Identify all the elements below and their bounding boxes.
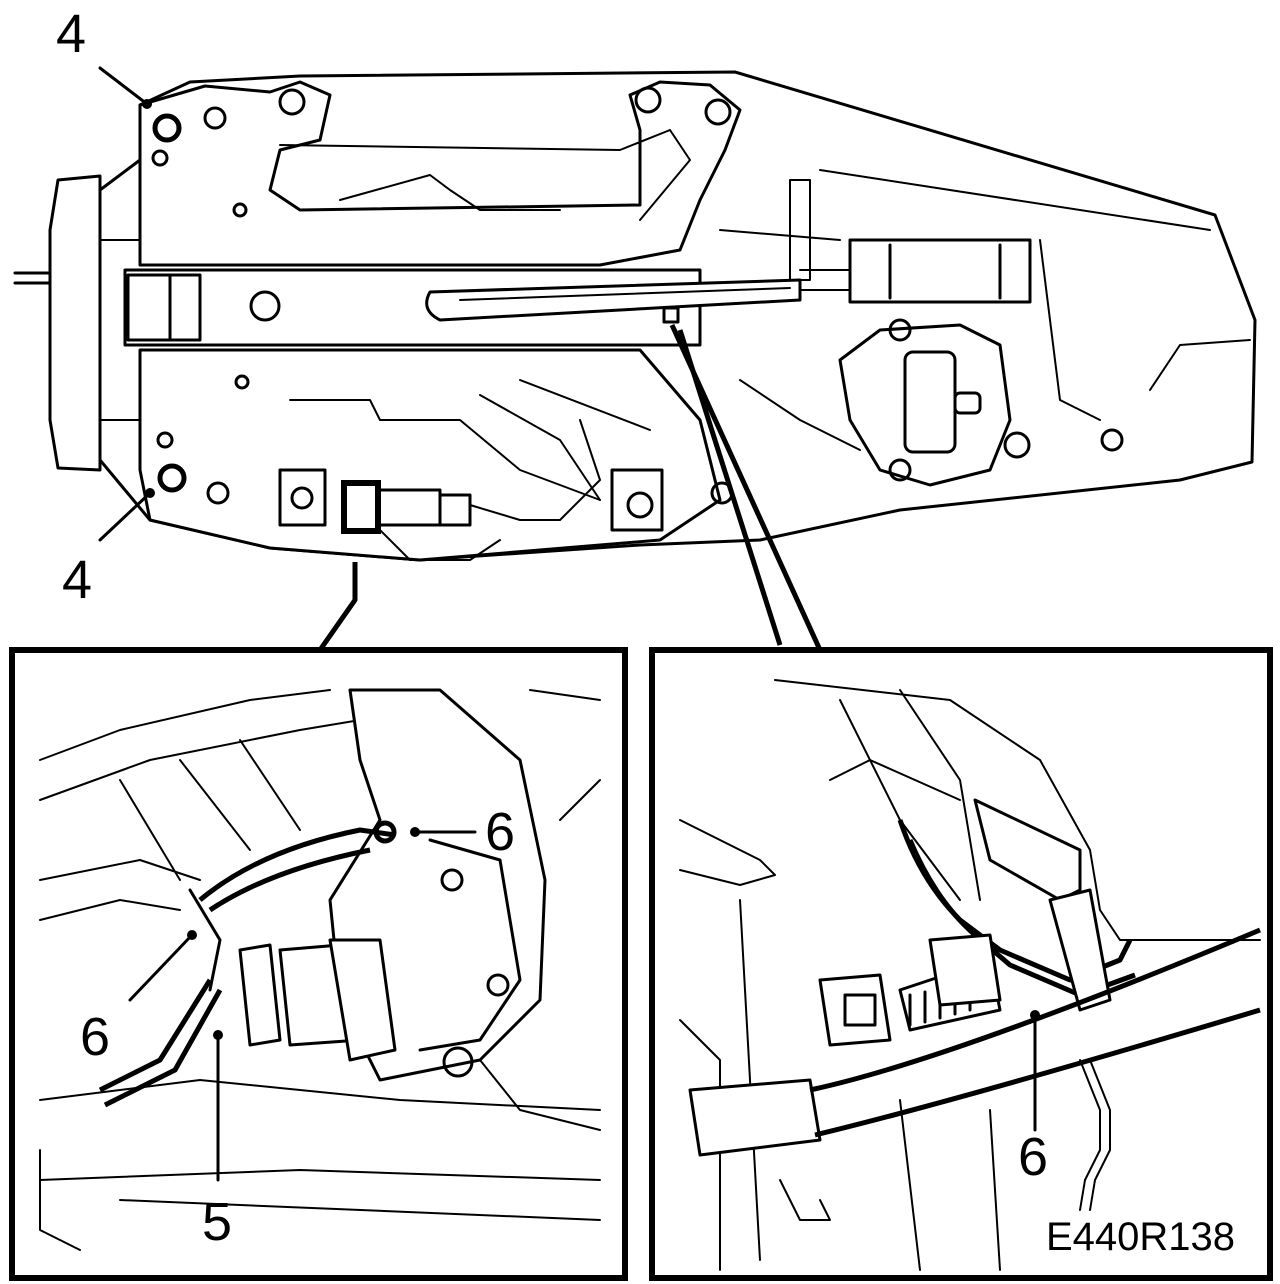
callout-5-inset-left-bottom: 5 <box>202 1192 232 1252</box>
callout-6-inset-left-lower: 6 <box>80 1007 110 1067</box>
upper-mounting-plate <box>138 80 742 267</box>
callout-6-inset-left-upper: 6 <box>485 802 515 862</box>
actuator-block <box>848 238 1032 304</box>
main-assembly <box>13 70 1257 652</box>
connector-highlight <box>341 480 381 534</box>
callout-4-top: 4 <box>56 4 86 64</box>
left-inset-detail: 6 6 5 <box>9 647 628 1281</box>
link-rod <box>425 278 802 322</box>
figure-code: E440R138 <box>1046 1215 1235 1259</box>
lower-mounting-plate <box>138 348 722 562</box>
left-end-cap <box>48 174 102 472</box>
callout-6-inset-right: 6 <box>1018 1127 1048 1187</box>
callout-4-bottom: 4 <box>62 550 92 610</box>
right-inset-detail: 6 E440R138 <box>649 647 1273 1281</box>
lock-motor-body <box>838 323 1012 487</box>
